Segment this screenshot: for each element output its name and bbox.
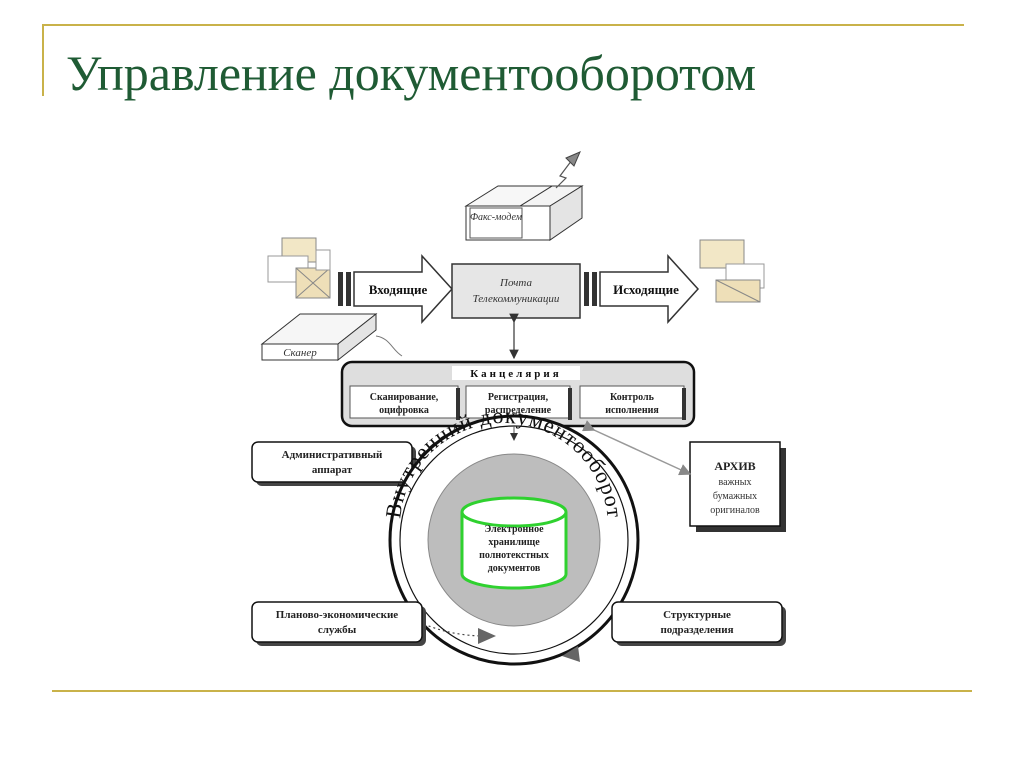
office-archive-connector — [581, 420, 692, 476]
scanner-cable — [375, 335, 403, 357]
storage-label-line3: полнотекстных — [479, 550, 549, 561]
office-panel: Канцелярия Сканирование, оцифровка Регис… — [340, 360, 696, 428]
frame-bottom-line — [52, 690, 972, 692]
post-label-line1: Почта — [499, 277, 532, 289]
incoming-envelopes-icon — [267, 237, 331, 299]
office-box-reg-line2: распределение — [485, 405, 552, 416]
office-box-reg-line1: Регистрация, — [488, 392, 549, 403]
office-box-control-line1: Контроль — [610, 392, 655, 403]
fax-signal-arrow-icon — [565, 151, 581, 167]
fax-signal-icon — [555, 159, 573, 189]
incoming-label: Входящие — [369, 282, 428, 297]
archive-label-line2: важных — [718, 477, 751, 488]
office-box-control-line2: исполнения — [605, 405, 659, 416]
archive-label-line1: АРХИВ — [714, 459, 755, 473]
outgoing-envelopes-icon — [699, 239, 765, 303]
slide-title: Управление документооборотом — [66, 45, 757, 101]
incoming-arrow: Входящие — [338, 254, 454, 324]
structural-arrow-icon — [562, 646, 580, 662]
admin-box: Административный аппарат — [251, 441, 416, 486]
storage-label-line1: Электронное — [484, 524, 544, 535]
outgoing-label: Исходящие — [613, 282, 679, 297]
storage-label-line4: документов — [488, 563, 541, 574]
planning-arrow-icon — [478, 628, 496, 644]
electronic-storage-cylinder: Электронное хранилище полнотекстных доку… — [460, 496, 568, 590]
frame-left-line — [42, 24, 44, 96]
post-label-line2: Телекоммуникации — [473, 293, 560, 305]
planning-label-line1: Планово-экономические — [276, 609, 399, 621]
structural-label-line2: подразделения — [660, 624, 733, 636]
office-box-scan-line1: Сканирование, — [370, 392, 439, 403]
structural-box: Структурные подразделения — [611, 601, 786, 646]
archive-box: АРХИВ важных бумажных оригиналов — [689, 441, 786, 532]
outgoing-arrow: Исходящие — [584, 254, 700, 324]
planning-label-line2: службы — [318, 624, 357, 636]
structural-label-line1: Структурные — [663, 609, 731, 621]
archive-label-line4: оригиналов — [710, 505, 760, 516]
fax-modem-device: Факс-модем — [464, 185, 584, 241]
frame-top-line — [42, 24, 964, 26]
office-title: Канцелярия — [470, 368, 561, 380]
fax-modem-label: Факс-модем — [470, 212, 523, 223]
post-telecom-box: Почта Телекоммуникации — [451, 263, 581, 319]
storage-label-line2: хранилище — [488, 537, 540, 548]
planning-box: Планово-экономические службы — [251, 601, 426, 646]
admin-label-line2: аппарат — [312, 464, 353, 476]
scanner-label: Сканер — [283, 347, 317, 359]
scanner-device: Сканер — [260, 312, 378, 362]
admin-label-line1: Административный — [282, 449, 383, 461]
office-box-scan-line2: оцифровка — [379, 405, 429, 416]
planning-ring-connector — [423, 623, 487, 637]
archive-label-line3: бумажных — [713, 491, 757, 502]
